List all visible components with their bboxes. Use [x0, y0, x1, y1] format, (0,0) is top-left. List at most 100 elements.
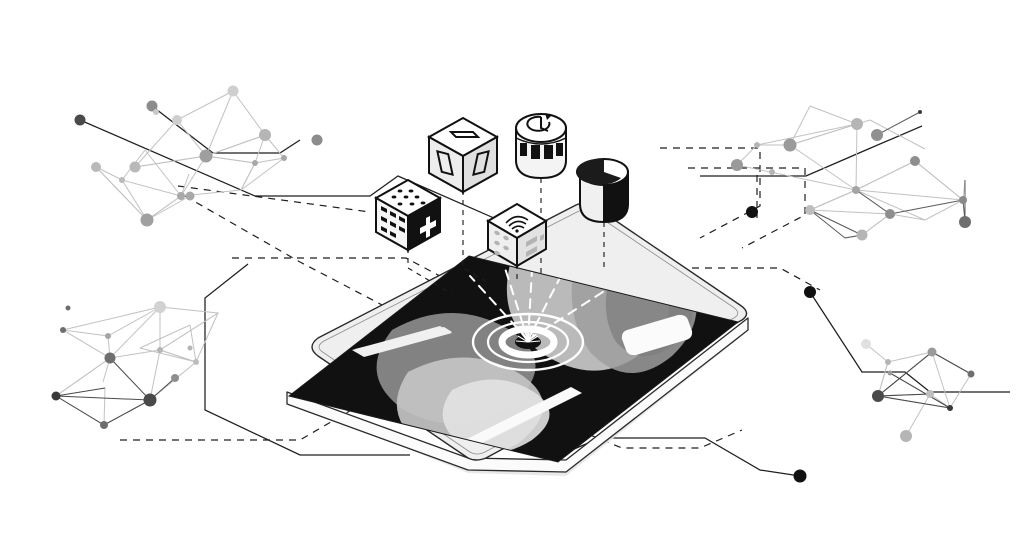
network-node [967, 370, 975, 378]
network-node [154, 301, 166, 313]
network-node [754, 142, 760, 148]
network-node [947, 405, 953, 411]
clock-refresh-arrow [545, 113, 552, 120]
signal-cube-icon[interactable] [486, 202, 548, 268]
network-node [60, 327, 66, 333]
network-node [281, 155, 287, 161]
network-node [187, 345, 193, 351]
network-node [926, 390, 934, 398]
route-solid-lower-left-frame [204, 263, 410, 456]
clock-refresh-icon [526, 115, 551, 132]
network-node [140, 213, 154, 227]
dice-cube-right-face [407, 196, 441, 252]
network-cluster-top-right [731, 105, 971, 241]
box-left-diamond-outline [436, 149, 454, 177]
network-cluster-bottom-right [861, 339, 975, 442]
route-dashed-bottom [577, 429, 743, 449]
scanner-ring-middle [486, 320, 570, 364]
network-node [177, 192, 185, 200]
network-node [900, 430, 912, 442]
network-cluster-top-left [91, 85, 287, 227]
signal-right-dashes [526, 234, 544, 257]
box-right-diamond-outline [472, 149, 490, 177]
scanner-ring-outer [471, 312, 585, 372]
network-node [91, 162, 101, 172]
network-node [918, 110, 922, 114]
tablet-scanner[interactable] [286, 202, 749, 476]
network-node [851, 118, 863, 130]
network-node [171, 374, 179, 382]
network-node [927, 347, 937, 357]
pie-slice-dark [575, 158, 621, 185]
network-node [783, 138, 797, 152]
network-node [157, 347, 163, 353]
device-side-thickness [286, 317, 749, 473]
network-node [105, 333, 111, 339]
network-node [193, 359, 199, 365]
route-dashed-left-upper [177, 185, 371, 213]
route-dashed-right-upper [660, 147, 761, 239]
route-dashed-left-mid [184, 195, 431, 331]
network-node [856, 229, 868, 241]
network-node [100, 421, 108, 429]
network-cluster-bottom-left [51, 301, 220, 429]
screen-slot-bottom-center[interactable] [463, 387, 582, 447]
signal-left-dots [494, 230, 509, 256]
storage-pie-cylinder-icon[interactable] [575, 158, 629, 224]
screen-overlay-shape-e [442, 379, 550, 454]
dice-top-dots [391, 189, 426, 206]
connector-dice-cube [407, 248, 453, 295]
signal-wifi-dot [515, 229, 519, 233]
network-node [861, 339, 871, 349]
network-node [731, 159, 743, 171]
network-node [119, 177, 125, 183]
route-endpoint-dot [311, 134, 323, 146]
network-node [887, 370, 893, 376]
network-node [252, 160, 258, 166]
network-node [959, 216, 971, 228]
screen-slot-right[interactable] [621, 314, 693, 356]
route-solid-left-lower [151, 105, 301, 154]
network-node [65, 305, 71, 311]
network-node [872, 390, 884, 402]
beam-ray [469, 275, 529, 341]
network-node [153, 109, 159, 115]
network-node [51, 391, 61, 401]
network-node [227, 85, 239, 97]
network-node [910, 156, 920, 166]
db-cylinder-segment-line [515, 137, 567, 145]
scanner-rings [471, 312, 585, 372]
screen-slot-group [352, 314, 693, 447]
route-solid-right-upper [700, 125, 923, 177]
route-solid-right-lower [809, 291, 1010, 393]
network-node [129, 161, 141, 173]
network-node [885, 359, 891, 365]
beam-ray [527, 289, 607, 341]
device-screen-border [287, 255, 740, 463]
route-endpoint-dot [146, 100, 158, 112]
network-node [746, 206, 758, 218]
network-node [172, 115, 182, 125]
network-node [885, 209, 895, 219]
network-node [199, 149, 213, 163]
dice-left-stripes [381, 206, 405, 238]
route-endpoint-dot [804, 286, 816, 298]
database-refresh-cylinder-icon[interactable] [515, 113, 567, 180]
route-layer-solid [74, 100, 1010, 483]
package-cube-icon[interactable] [426, 116, 500, 194]
network-node [143, 393, 157, 407]
screen-slot-top-left-thick [352, 326, 452, 357]
signal-wifi-waves [505, 215, 529, 230]
network-node [871, 129, 883, 141]
object-connector-layer [407, 178, 605, 295]
scanner-ring-inner [498, 325, 558, 359]
route-dashed-right-mid [688, 167, 806, 249]
network-node [769, 169, 775, 175]
data-dice-cube-icon[interactable] [373, 178, 443, 252]
network-node [959, 196, 967, 204]
beam-ray [502, 261, 529, 341]
network-node [805, 205, 815, 215]
dice-right-plus [420, 216, 436, 238]
